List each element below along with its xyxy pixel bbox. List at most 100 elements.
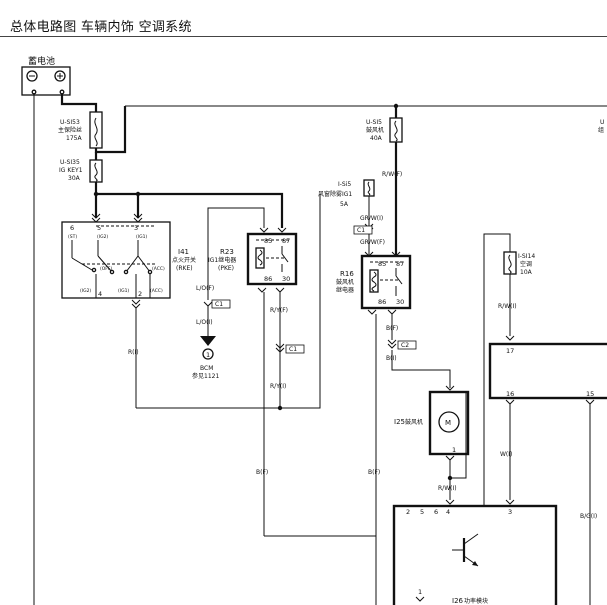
connector-chevron-icon: [445, 385, 455, 391]
connector-chevron-icon: [275, 287, 285, 293]
relay-blower-code: R16: [340, 270, 354, 278]
wire-label-grw-i: GR/W(I): [360, 215, 383, 222]
ac-module-pin-17: 17: [506, 347, 514, 355]
blower-motor-name: 鼓风机: [405, 418, 423, 426]
motor-return-wire: [450, 392, 467, 479]
pin-6: 6: [70, 224, 74, 232]
fuse-ac-code: I-SI14: [518, 253, 535, 260]
fuse-icon: [367, 181, 371, 196]
wire-label-rw-i: R/W(I): [498, 303, 517, 310]
fuse-icon: [94, 117, 98, 147]
fuse-window: I-Si5 风窗除雾IG1 5A: [318, 179, 375, 208]
relay-blower-sub: 继电器: [336, 286, 354, 294]
position-acc-b: (ACC): [150, 288, 163, 294]
ac-module-body: [488, 342, 607, 400]
wire-label-rw-f: R/W(F): [382, 171, 402, 178]
relay-blower-pin-87: 87: [396, 260, 404, 268]
fuse-igkey-code: U-SI35: [60, 159, 80, 166]
switch-pin3-feed: [96, 192, 140, 218]
relay-blower-pin-86: 86: [378, 298, 386, 306]
main-bus-riser: [94, 106, 127, 154]
ignition-switch: 6 5 3 (ST) (IG2) (IG1) (OFF) (ACC) (IG2)…: [61, 213, 196, 309]
blower-motor-feed: [391, 350, 451, 388]
connector-chevron-icon: [505, 399, 515, 405]
connector-c2-label: C2: [401, 342, 409, 349]
relay-blower-pin-30: 30: [396, 298, 404, 306]
position-acc: (ACC): [152, 266, 165, 272]
wire-label-bi: B(I): [386, 355, 397, 362]
ac-module-pin-16: 16: [506, 390, 514, 398]
fuse-window-name: 风窗除雾IG1: [318, 190, 352, 198]
edge-fuse-code: U: [600, 119, 604, 126]
wire-label-wi: W(I): [500, 451, 512, 458]
pin-2: 2: [138, 290, 142, 298]
ac-control-module: 17 16 15: [488, 342, 607, 400]
position-off: (OFF): [100, 266, 112, 272]
power-module-pin-1: 1: [418, 588, 422, 596]
power-module-pin-3: 3: [508, 508, 512, 516]
battery: 蓄电池: [21, 55, 71, 96]
fuse-window-code: I-Si5: [338, 181, 351, 188]
bcm-terminal-icon: [202, 348, 214, 360]
relay-pke-pin-30: 30: [282, 275, 290, 283]
bcm-reference: 参见1121: [192, 372, 219, 380]
relay-pke-pin-86: 86: [264, 275, 272, 283]
motor-icon: [438, 411, 460, 433]
fuse-window-rating: 5A: [340, 201, 349, 208]
ignition-switch-body: [61, 221, 171, 299]
position-st: (ST): [68, 234, 77, 240]
relay-blower-pin-85: 85: [378, 260, 386, 268]
blower-motor-body: [428, 390, 470, 456]
ignition-switch-code: I41: [178, 248, 189, 256]
connector-chevron-icon: [257, 287, 267, 293]
position-ig1: (IG1): [136, 234, 147, 240]
wire-label-bf-1: B(F): [256, 469, 268, 476]
connector-chevron-icon: [275, 343, 285, 353]
fuse-icon: [94, 162, 98, 182]
connector-c1-c-label: C1: [357, 227, 365, 234]
pin-3: 3: [134, 224, 138, 232]
fuse-ac-rating: 10A: [520, 269, 533, 276]
pin-4: 4: [98, 290, 102, 298]
battery-positive-wire: [60, 94, 98, 112]
wire-label-bf-3: B(F): [386, 325, 398, 332]
pin-5: 5: [97, 224, 101, 232]
bcm-name: BCM: [200, 365, 213, 372]
fuse-main-code: U-SI53: [60, 119, 80, 126]
ignition-switch-name: 点火开关: [172, 256, 196, 264]
relay-pke: 85 87 86 30 R23 IG1继电器 (PKE): [208, 227, 298, 293]
connector-chevron-icon: [445, 455, 455, 461]
ac-module-pin-15: 15: [586, 390, 594, 398]
fuse-ac: I-SI14 空调 10A: [503, 251, 535, 276]
connector-chevron-icon: [259, 227, 269, 233]
power-module-pin-5: 5: [420, 508, 424, 516]
relay-pke-pin-87: 87: [282, 237, 290, 245]
connector-chevron-icon: [505, 499, 515, 505]
fuse-igkey: U-SI35 IG KEY1 30A: [59, 159, 103, 183]
power-module-pin-6: 6: [434, 508, 438, 516]
relay-blower: 85 87 86 30 R16 鼓风机 继电器: [336, 251, 412, 315]
relay-pke-pin-85: 85: [264, 237, 272, 245]
wire-label-bf-2: B(F): [368, 469, 380, 476]
position-ig2-b: (IG2): [80, 288, 91, 294]
relay-pke-sub: (PKE): [218, 265, 234, 272]
blower-motor-code: I25: [394, 418, 405, 426]
relay-pke-code: R23: [220, 248, 234, 256]
relay-pke-name: IG1继电器: [208, 256, 236, 264]
connector-chevron-icon: [387, 339, 397, 349]
relay-blower-name: 鼓风机: [336, 278, 354, 286]
power-module-body: [392, 504, 558, 605]
fuse-icon: [394, 120, 398, 142]
connector-c1-c: [353, 225, 373, 235]
power-module-pin-2: 2: [406, 508, 410, 516]
fuse-main-name: 主保险丝: [58, 126, 82, 134]
connector-chevron-icon: [445, 499, 455, 505]
connector-chevron-icon: [387, 309, 397, 315]
relay-pke-87-feed: [138, 192, 284, 228]
connector-chevron-icon: [203, 301, 213, 307]
connector-c1-b-label: C1: [289, 346, 297, 353]
fuse-icon: [508, 254, 512, 274]
connector-c1-b: [285, 344, 305, 354]
connector-chevron-icon: [415, 596, 425, 602]
